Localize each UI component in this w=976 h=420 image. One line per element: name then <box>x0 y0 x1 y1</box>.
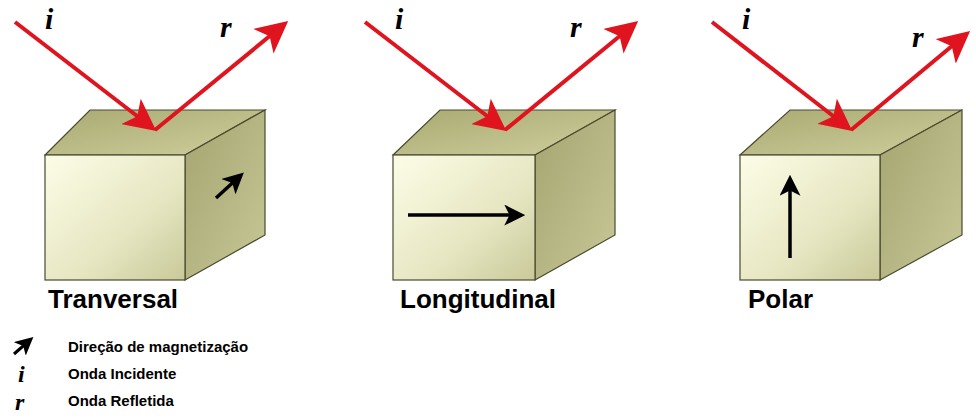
geometry-label: Longitudinal <box>400 285 556 314</box>
magnetization-arrow <box>216 176 240 198</box>
reflected-symbol: r <box>570 12 582 42</box>
incident-symbol: i <box>395 4 403 34</box>
legend-symbol: r <box>15 390 24 414</box>
legend-arrow-sample <box>14 340 30 354</box>
reflected-symbol: r <box>220 12 232 42</box>
reflected-symbol: r <box>912 22 924 52</box>
incident-symbol: i <box>45 4 53 34</box>
geometry-label: Tranversal <box>48 285 178 314</box>
magnetization-arrow <box>408 213 520 217</box>
legend-text: Onda Refletida <box>68 392 174 410</box>
magnetization-arrow <box>788 180 792 258</box>
light-rays <box>15 22 964 130</box>
incident-symbol: i <box>742 4 750 34</box>
legend-text: Onda Incidente <box>68 365 176 383</box>
geometry-label: Polar <box>748 285 813 314</box>
cube <box>45 110 265 280</box>
cube <box>393 110 615 280</box>
legend-text: Direção de magnetização <box>68 338 248 356</box>
legend-symbol: i <box>18 362 25 386</box>
cube <box>740 110 962 280</box>
